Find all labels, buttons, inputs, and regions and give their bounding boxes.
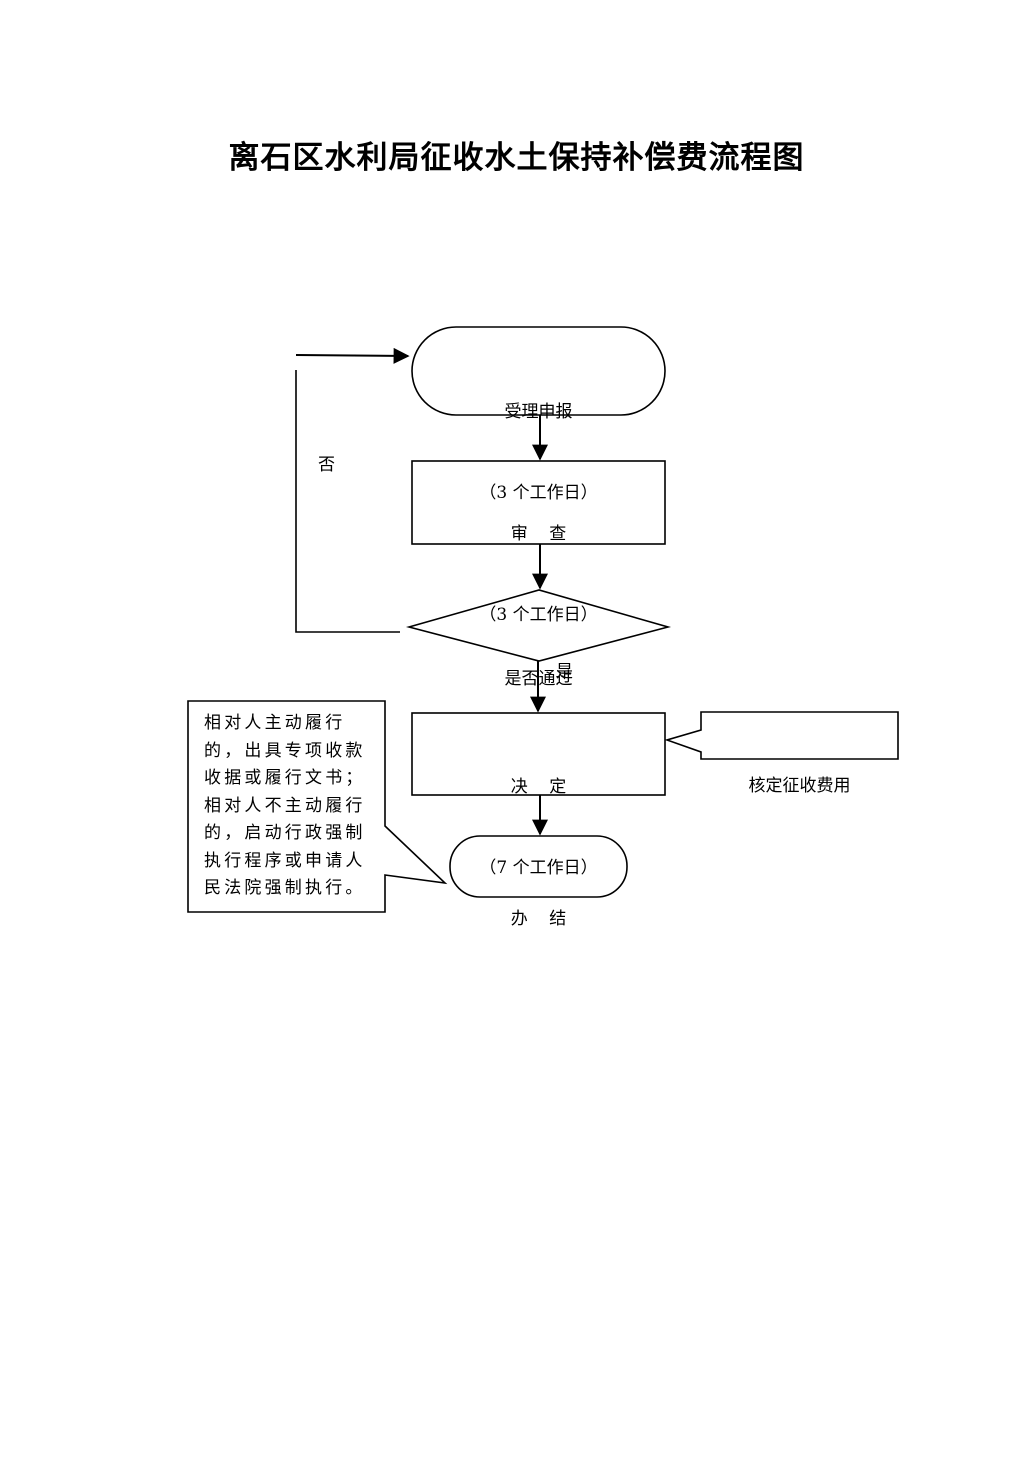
node-finish-shape <box>449 835 628 898</box>
node-decide-title: 决 定 <box>510 777 567 797</box>
node-finish-text: 办 结 <box>510 909 567 929</box>
note-line: 执行程序或申请人 <box>204 850 366 871</box>
edge-no-arrow <box>295 347 410 364</box>
node-accept-title: 受理申报 <box>504 402 573 422</box>
edge-no-label: 否 <box>318 455 335 475</box>
node-review-label: 审 查 （3 个工作日） <box>412 467 665 656</box>
edge-no-loop <box>295 370 400 633</box>
note-line: 民法院强制执行。 <box>204 878 366 898</box>
note-line: 相对人主动履行 <box>204 713 346 733</box>
node-decide-duration: （7 个工作日） <box>479 858 598 878</box>
note-line: 相对人不主动履行 <box>204 795 366 816</box>
node-accept-duration: （3 个工作日） <box>479 483 598 503</box>
edge-yes-label: 是 <box>556 662 573 682</box>
node-review-shape <box>411 460 666 545</box>
node-decision-label: 是否通过 <box>412 612 665 720</box>
callout-fee-shape <box>664 711 899 760</box>
node-decide-shape <box>411 712 666 796</box>
callout-note-shape <box>187 700 448 913</box>
node-accept-shape <box>411 326 666 416</box>
node-decide-label: 决 定 （7 个工作日） <box>412 720 665 909</box>
node-finish-label: 办 结 <box>450 852 627 960</box>
callout-fee-text: 核定征收费用 <box>748 776 851 796</box>
callout-note-text: 相对人主动履行 的，出具专项收款 收据或履行文书； 相对人不主动履行 的，启动行… <box>204 710 379 903</box>
note-line: 的，出具专项收款 <box>204 740 366 761</box>
page-title: 离石区水利局征收水土保持补偿费流程图 <box>228 140 805 176</box>
note-line: 的，启动行政强制 <box>204 823 366 843</box>
node-accept-label: 受理申报 （3 个工作日） <box>412 345 665 534</box>
node-decision-text: 是否通过 <box>504 669 573 689</box>
callout-fee-label: 核定征收费用 <box>701 719 898 827</box>
node-review-duration: （3 个工作日） <box>479 605 598 625</box>
note-line: 收据或履行文书； <box>204 768 366 788</box>
node-review-title: 审 查 <box>510 524 567 544</box>
node-decision-shape <box>405 589 672 662</box>
